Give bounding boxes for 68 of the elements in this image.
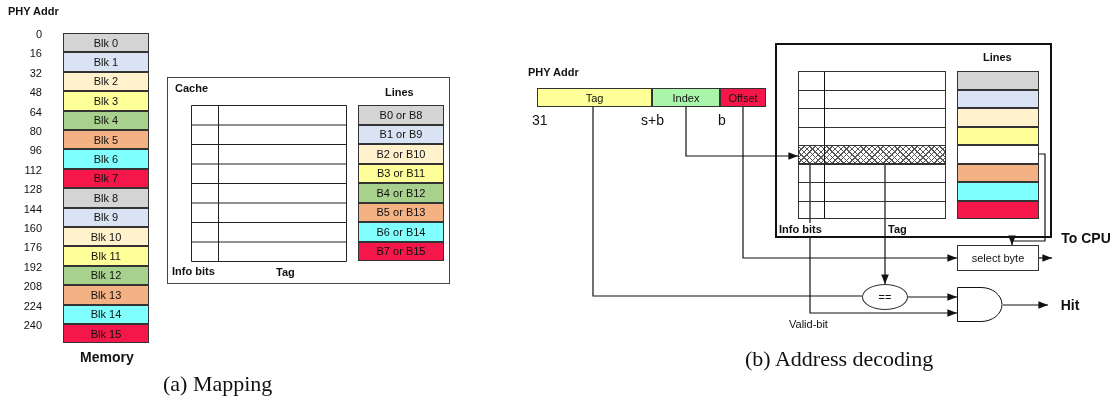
address-number: 32 — [29, 66, 42, 80]
memory-label: Memory — [80, 349, 134, 365]
arrow — [1008, 153, 1046, 246]
offset-field: Offset — [720, 88, 766, 107]
memory-block: Blk 13 — [63, 285, 149, 305]
selected-tag-row — [798, 145, 946, 164]
arrow — [1002, 301, 1049, 309]
column-heading: Info bits — [779, 223, 822, 236]
arrow — [742, 106, 958, 262]
and-gate — [957, 287, 1003, 322]
address-number: 80 — [29, 125, 42, 138]
comparator-ellipse: == — [862, 284, 908, 310]
address-number: 128 — [23, 183, 42, 197]
edge-label: Valid-bit — [789, 318, 828, 331]
memory-block: Blk 0 — [63, 33, 149, 53]
index-field: Index — [652, 88, 720, 107]
memory-block: Blk 6 — [63, 149, 149, 169]
address-number: 208 — [23, 280, 42, 294]
output-label: Hit — [1052, 297, 1088, 313]
bit-position: 31 — [532, 112, 548, 128]
address-number: 64 — [29, 105, 42, 119]
memory-block: Blk 4 — [63, 110, 149, 130]
figure-caption: (b) Address decoding — [745, 347, 934, 371]
tag-array — [798, 71, 946, 219]
bit-position: b — [718, 112, 726, 128]
memory-block: Blk 10 — [63, 227, 149, 247]
column-heading: Info bits — [172, 265, 215, 278]
cache-box — [167, 77, 450, 284]
tag-field: Tag — [537, 88, 652, 107]
column-heading: Tag — [888, 223, 907, 236]
memory-block: Blk 14 — [63, 304, 149, 324]
axis-title: PHY Addr — [528, 66, 579, 79]
axis-title: PHY Addr — [8, 5, 59, 18]
memory-block: Blk 8 — [63, 188, 149, 208]
select-byte-box: select byte — [957, 245, 1039, 271]
memory-block: Blk 15 — [63, 324, 149, 344]
address-number: 0 — [35, 28, 42, 41]
column-heading: Lines — [385, 86, 414, 99]
bit-position: s+b — [641, 112, 664, 128]
column-heading: Lines — [983, 51, 1012, 64]
arrow — [907, 293, 958, 301]
memory-block: Blk 1 — [63, 52, 149, 72]
memory-block: Blk 5 — [63, 130, 149, 150]
arrow — [685, 106, 799, 160]
cache-heading: Cache — [175, 82, 209, 94]
address-number: 224 — [23, 299, 42, 313]
memory-block: Blk 11 — [63, 246, 149, 266]
address-number: 144 — [23, 202, 42, 216]
address-number: 240 — [23, 319, 42, 332]
address-number: 112 — [24, 163, 42, 177]
address-number: 96 — [29, 144, 42, 158]
arrow — [809, 163, 958, 317]
output-label: To CPU — [1056, 230, 1115, 246]
figure-caption: (a) Mapping — [163, 372, 273, 396]
address-number: 160 — [23, 222, 42, 235]
arrow — [1038, 254, 1053, 262]
address-number: 48 — [29, 86, 42, 100]
arrow — [881, 163, 889, 285]
address-number: 192 — [23, 260, 42, 274]
memory-block: Blk 2 — [63, 71, 149, 92]
memory-block: Blk 12 — [63, 265, 149, 286]
memory-block: Blk 9 — [63, 207, 149, 227]
memory-block: Blk 7 — [63, 168, 149, 189]
address-number: 16 — [29, 47, 42, 61]
cache-box — [775, 43, 1052, 238]
address-number: 176 — [23, 241, 42, 255]
column-heading: Tag — [276, 266, 295, 279]
memory-block: Blk 3 — [63, 91, 149, 111]
